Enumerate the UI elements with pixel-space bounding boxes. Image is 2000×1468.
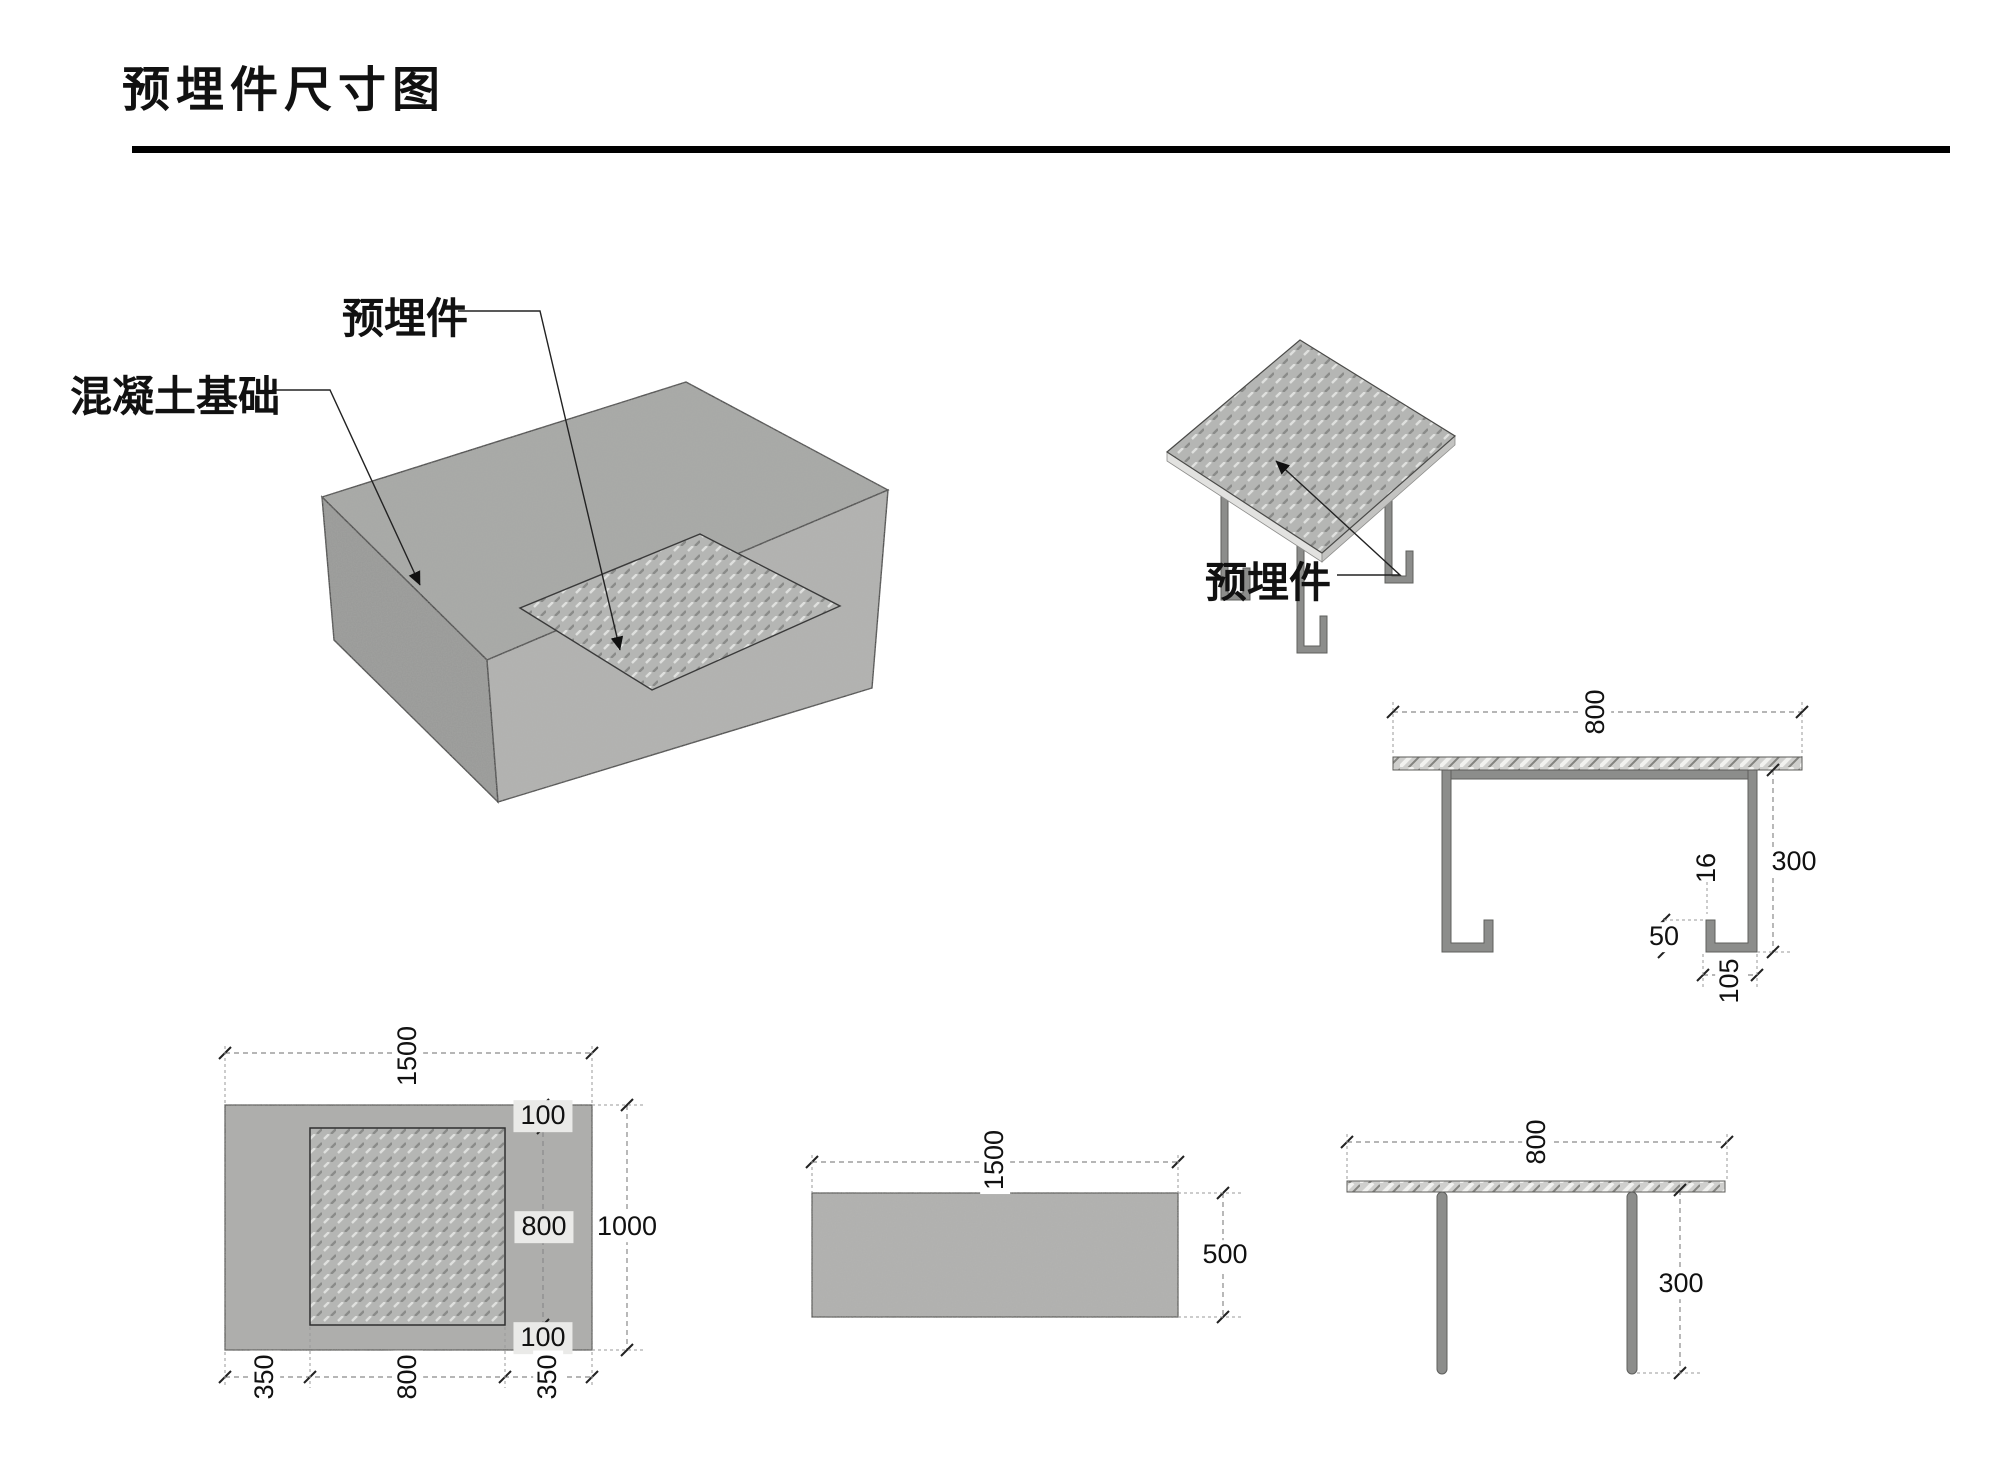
plan-view [218,1046,644,1388]
dim-section-hooked-width: 800 [1580,685,1611,739]
iso-plate-view [1165,339,1457,654]
dim-plan-cover-bottom: 100 [513,1322,573,1354]
section-hooked-view [1386,702,1809,990]
leader-embedded-part-iso [1275,460,1402,576]
dim-section-hooked-hook-rise: 50 [1644,921,1684,952]
dim-side-height: 500 [1198,1239,1252,1270]
dim-plan-plate-height: 800 [514,1211,574,1243]
callout-embedded-part-iso: 预埋件 [1205,559,1332,606]
dim-side-width: 1500 [979,1125,1010,1195]
dim-plan-total-height: 1000 [592,1211,662,1242]
dim-plan-margin-left: 350 [249,1350,280,1404]
dim-plan-margin-right: 350 [532,1350,563,1404]
leader-embedded-part [458,310,624,651]
plan-embedded-plate [309,1127,506,1326]
side-view [805,1155,1242,1324]
dim-section-hooked-depth: 300 [1767,846,1821,877]
callout-concrete-foundation: 混凝土基础 [70,373,281,420]
dim-section-hooked-hook-length: 105 [1714,954,1745,1008]
dim-section-plain-width: 800 [1521,1115,1552,1169]
dim-section-hooked-thickness: 16 [1691,852,1722,884]
section-plain-view [1340,1134,1734,1380]
leader-concrete-foundation [272,389,421,586]
page-title: 预埋件尺寸图 [122,64,447,117]
dim-plan-cover-top: 100 [513,1100,573,1132]
iso-foundation-view [320,381,890,804]
dim-plan-total-width: 1500 [392,1021,423,1091]
dim-plan-plate-width: 800 [392,1350,423,1404]
callout-embedded-part: 预埋件 [342,295,469,342]
dim-section-plain-depth: 300 [1654,1268,1708,1299]
title-underline [132,146,1950,153]
embedded-plate-top [518,533,842,691]
